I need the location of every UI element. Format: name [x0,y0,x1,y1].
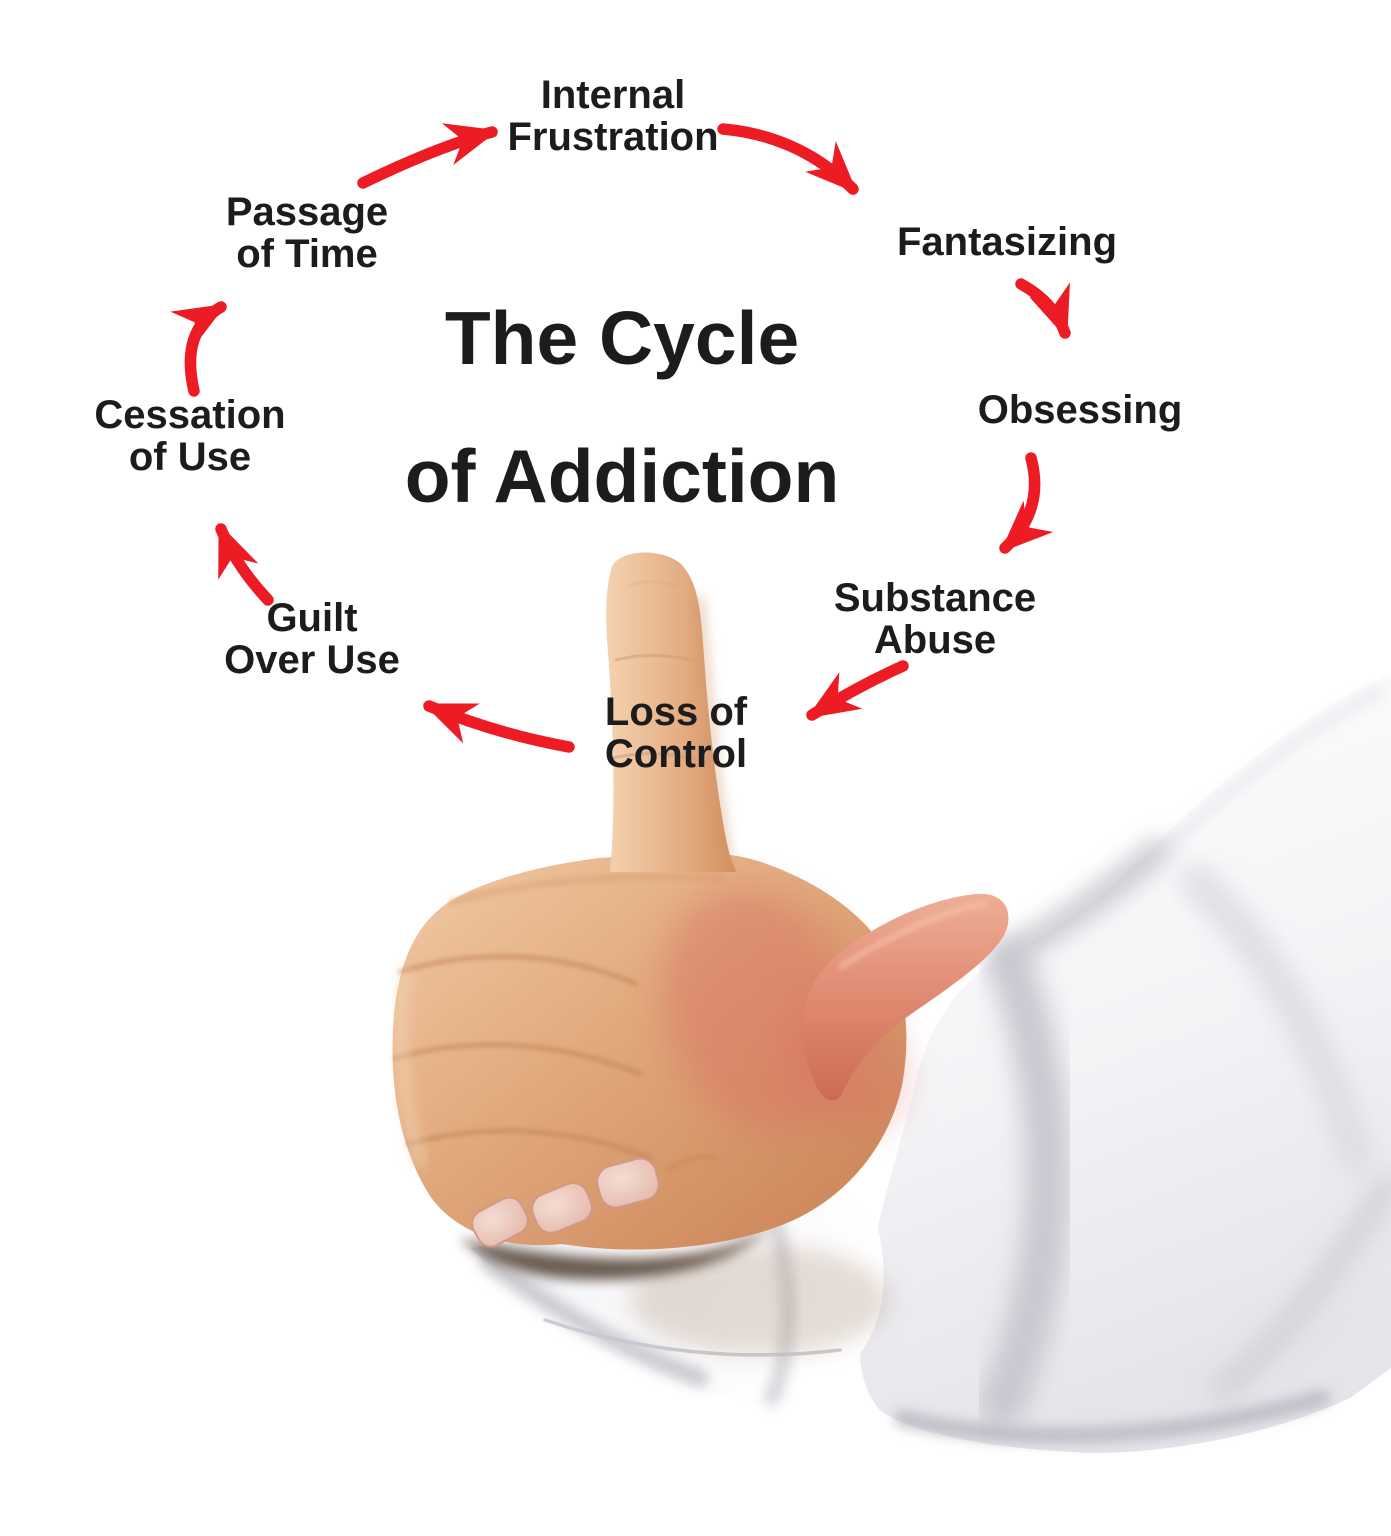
cuff-seam [543,1318,842,1357]
index-finger [606,552,737,872]
wrist-shadow [460,1222,772,1280]
hand-shadow-on-cuff [630,1245,890,1355]
title-line-1: The Cycle [444,296,800,380]
finger-joint-creases [611,580,710,764]
pointing-hand-photo [392,552,1391,1453]
arrow-obsessing-to-substance-abuse [999,452,1054,554]
pinky-fingernail [471,1196,529,1248]
middle-fingernail [596,1157,660,1209]
diagram-title: The Cycle of Addiction [405,298,840,516]
arrow-cessation-of-use-to-passage-of-time [170,301,227,397]
curled-finger-creases [392,954,653,1161]
arrow-fantasizing-to-obsessing [1015,278,1071,340]
title-line-2: of Addiction [404,434,840,518]
white-sleeve [859,672,1391,1453]
ring-fingernail [531,1182,593,1234]
arrow-internal-frustration-to-fantasizing [717,123,859,195]
arrow-substance-abuse-to-loss-of-control [806,660,909,721]
cycle-arrows [170,123,1071,753]
arrow-guilt-over-use-to-cessation-of-use [215,523,274,606]
arrow-loss-of-control-to-guilt-over-use [423,700,575,753]
thumb [801,893,1009,1101]
step-label-obsessing: Obsessing [977,388,1183,432]
arrow-passage-of-time-to-internal-frustration [357,123,499,189]
step-label-fantasizing: Fantasizing [896,220,1118,264]
